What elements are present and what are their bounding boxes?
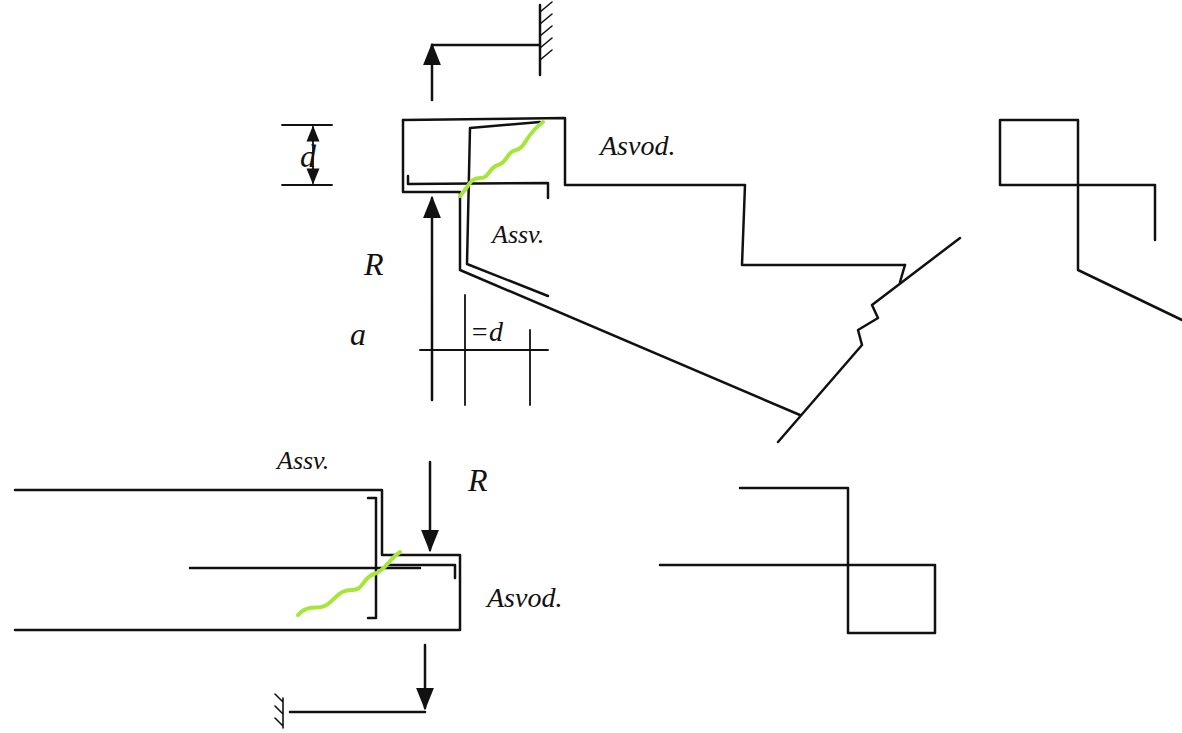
dimension-line [282,125,332,185]
sketch-label: Asvod. [487,584,562,612]
sketch-label: Asvod. [600,132,675,160]
rebar [408,122,548,296]
support-tie [275,645,425,728]
crack-line [298,552,400,615]
sketch-label: R [468,464,488,496]
detail-sketch [1000,120,1182,320]
support-tie [432,2,552,100]
rebar [368,498,455,618]
reaction-arrow [429,462,432,550]
sketch-label: d [300,140,316,172]
dimension-line [420,295,548,405]
sketch-label: a [350,318,366,350]
beam-outline [15,490,460,630]
sketch-label: R [364,248,384,280]
detail-sketch [660,488,935,633]
sketch-label: Assv. [277,448,329,474]
sketch-label: Assv. [492,222,544,248]
crack-line [460,122,543,196]
beam-outline [403,118,960,442]
sketch-label: =d [470,318,503,346]
